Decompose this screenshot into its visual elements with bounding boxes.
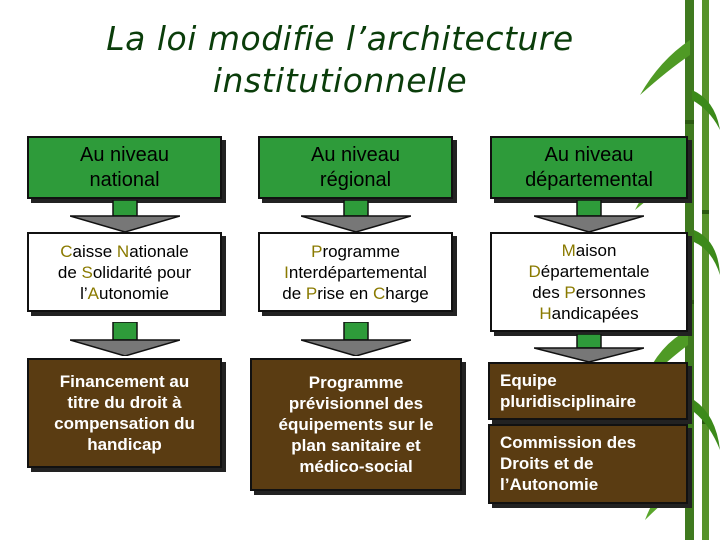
title-line-2: institutionnelle	[212, 61, 468, 100]
level-departemental-box: Au niveau départemental	[490, 136, 688, 199]
mdph-box: Maison Départementale des Personnes Hand…	[490, 232, 688, 332]
arrow-down-icon	[301, 200, 411, 232]
equipe-box: Equipe pluridisciplinaire	[488, 362, 688, 420]
arrow-down-icon	[301, 322, 411, 356]
level-national-line1: Au niveau	[80, 143, 169, 166]
arrow-down-icon	[534, 200, 644, 232]
level-departemental-line2: départemental	[525, 168, 653, 191]
level-regional-line1: Au niveau	[311, 143, 400, 166]
title-line-1: La loi modifie l’architecture	[106, 19, 574, 58]
level-regional-box: Au niveau régional	[258, 136, 453, 199]
level-departemental-line1: Au niveau	[544, 143, 634, 166]
arrow-down-icon	[534, 334, 644, 362]
arrow-down-icon	[70, 322, 180, 356]
page-title: La loi modifie l’architecture institutio…	[60, 18, 620, 102]
level-regional-line2: régional	[319, 168, 392, 191]
level-national-box: Au niveau national	[27, 136, 222, 199]
cnsa-box: Caisse Nationale de Solidarité pour l’Au…	[27, 232, 222, 312]
level-national-line2: national	[89, 168, 160, 191]
commission-box: Commission des Droits et de l’Autonomie	[488, 424, 688, 504]
priac-box: Programme Interdépartemental de Prise en…	[258, 232, 453, 312]
programme-box: Programme prévisionnel des équipements s…	[250, 358, 462, 491]
financement-box: Financement au titre du droit à compensa…	[27, 358, 222, 468]
arrow-down-icon	[70, 200, 180, 232]
